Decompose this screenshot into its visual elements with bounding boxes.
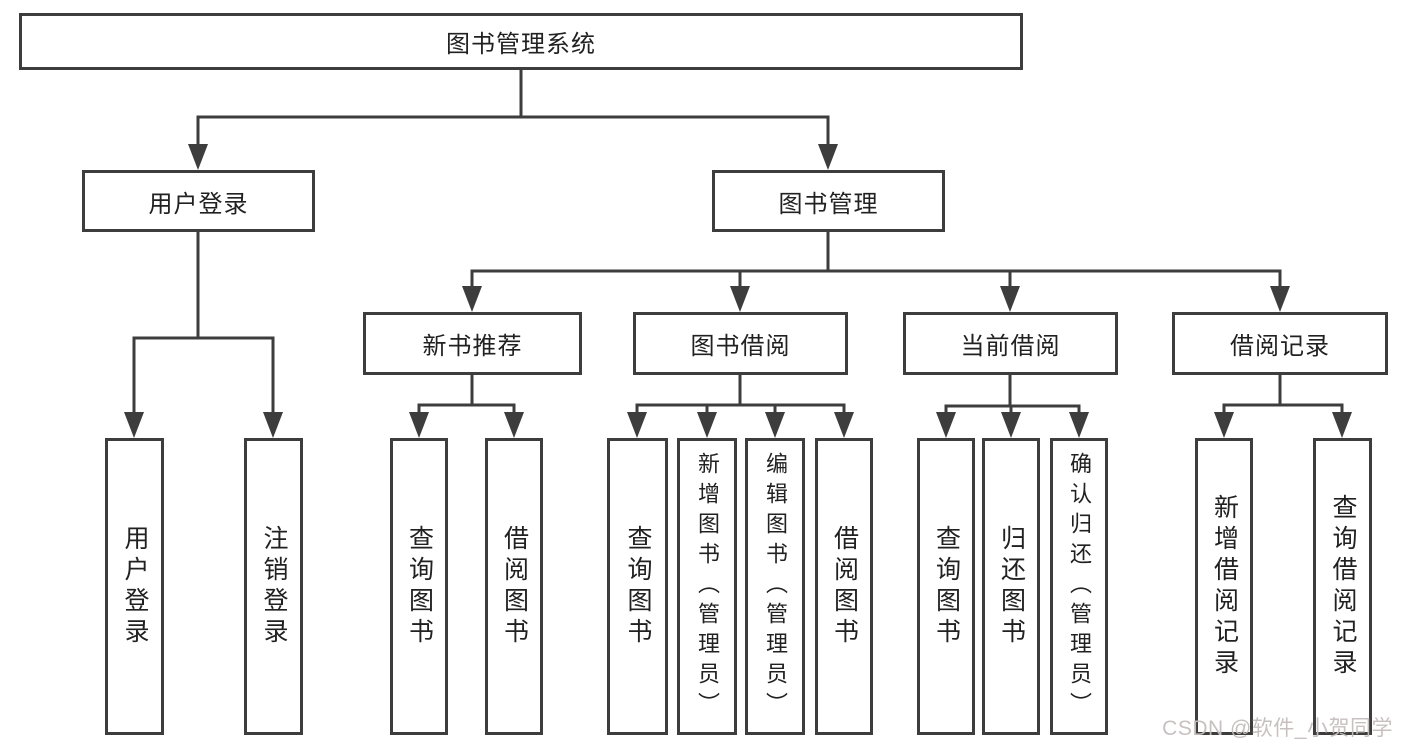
node-book-management: 图书管理 <box>712 170 945 232</box>
node-library-system-label: 图书管理系统 <box>446 31 596 58</box>
leaf-confirm-return-admin: 确认归还（管理员） <box>1050 438 1108 735</box>
leaf-add-borrow-record-label: 新增借阅记录 <box>1210 493 1239 680</box>
leaf-return-books-label: 归还图书 <box>997 524 1026 649</box>
leaf-query-borrow-record-label: 查询借阅记录 <box>1329 493 1357 680</box>
leaf-recommend-query-books: 查询图书 <box>390 438 448 735</box>
leaf-edit-books-admin: 编辑图书（管理员） <box>745 438 805 735</box>
node-borrow-records-label: 借阅记录 <box>1230 333 1330 360</box>
leaf-current-query-books: 查询图书 <box>917 438 975 735</box>
leaf-borrow-query-books: 查询图书 <box>607 438 668 735</box>
leaf-borrow-books: 借阅图书 <box>815 438 873 735</box>
node-user-login-label: 用户登录 <box>148 190 249 218</box>
node-borrow-records: 借阅记录 <box>1172 312 1388 375</box>
leaf-add-books-admin-label: 新增图书（管理员） <box>695 451 720 722</box>
leaf-return-books: 归还图书 <box>982 438 1040 735</box>
node-current-borrow-label: 当前借阅 <box>960 333 1061 360</box>
node-library-system: 图书管理系统 <box>19 13 1023 70</box>
leaf-recommend-query-books-label: 查询图书 <box>405 524 434 649</box>
csdn-watermark: CSDN @软件_小贺同学 <box>1162 717 1393 740</box>
node-book-management-label: 图书管理 <box>778 190 879 218</box>
leaf-recommend-borrow-books: 借阅图书 <box>485 438 543 735</box>
leaf-borrow-query-books-label: 查询图书 <box>624 524 652 649</box>
leaf-query-borrow-record: 查询借阅记录 <box>1313 438 1372 735</box>
leaf-add-books-admin: 新增图书（管理员） <box>677 438 737 735</box>
leaf-confirm-return-admin-label: 确认归还（管理员） <box>1067 451 1092 722</box>
node-current-borrow: 当前借阅 <box>903 312 1118 375</box>
node-book-borrow: 图书借阅 <box>633 312 848 375</box>
leaf-edit-books-admin-label: 编辑图书（管理员） <box>763 451 788 722</box>
node-book-borrow-label: 图书借阅 <box>690 333 791 360</box>
leaf-user-login-label: 用户登录 <box>121 524 149 649</box>
leaf-borrow-books-label: 借阅图书 <box>830 524 859 649</box>
leaf-add-borrow-record: 新增借阅记录 <box>1195 438 1253 735</box>
node-new-book-recommend-label: 新书推荐 <box>422 333 523 360</box>
node-user-login: 用户登录 <box>82 170 315 232</box>
node-new-book-recommend: 新书推荐 <box>363 312 582 375</box>
leaf-logout: 注销登录 <box>244 438 303 735</box>
leaf-current-query-books-label: 查询图书 <box>932 524 961 649</box>
leaf-logout-label: 注销登录 <box>260 524 288 649</box>
leaf-user-login: 用户登录 <box>105 438 164 735</box>
leaf-recommend-borrow-books-label: 借阅图书 <box>500 524 529 649</box>
